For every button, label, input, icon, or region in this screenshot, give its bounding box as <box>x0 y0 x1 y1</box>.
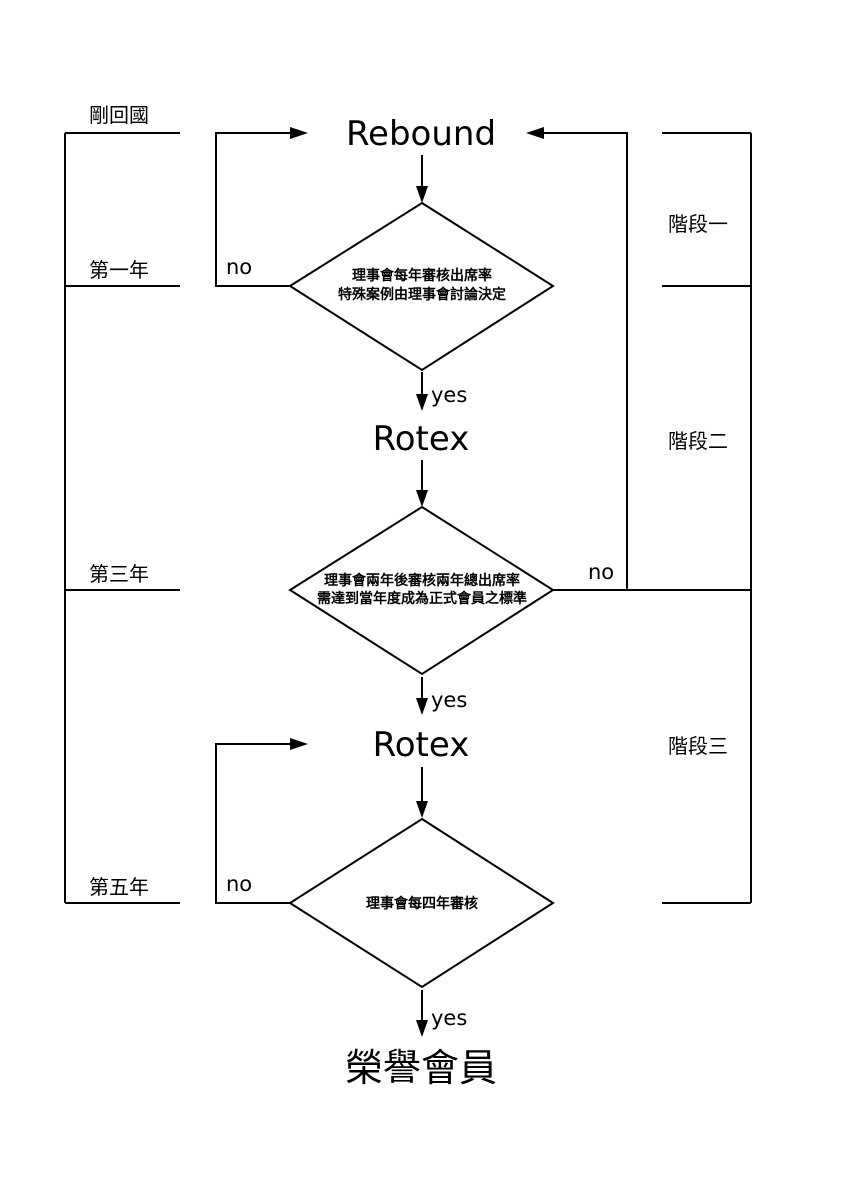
decision-3-text: 理事會每四年審核 <box>366 895 478 912</box>
decision-2-diamond <box>288 505 555 676</box>
decision-2-text-line2: 需達到當年度成為正式會員之標準 <box>317 590 527 607</box>
arrow-decision2-yes <box>416 677 428 715</box>
timeline-bracket <box>64 132 180 904</box>
decision-1-text-line2: 特殊案例由理事會討論決定 <box>338 286 506 303</box>
decision-1-diamond <box>288 201 555 372</box>
arrow-rotex2-to-decision3 <box>416 767 428 818</box>
edge-label-yes-3: yes <box>431 1006 467 1030</box>
arrow-rebound-to-decision1 <box>416 155 428 203</box>
timeline-label-year1: 第一年 <box>89 258 149 282</box>
arrow-rotex1-to-decision2 <box>416 460 428 507</box>
stage-bracket <box>553 132 752 904</box>
edge-label-yes-1: yes <box>431 383 467 407</box>
decision-2-text-line1: 理事會兩年後審核兩年總出席率 <box>324 572 520 589</box>
node-rebound: Rebound <box>346 114 496 154</box>
loop-decision2-no <box>526 127 628 591</box>
loop-decision1-no <box>215 127 308 287</box>
arrow-decision1-yes <box>416 372 428 411</box>
node-rotex-1: Rotex <box>373 419 470 459</box>
timeline-label-returned: 剛回國 <box>89 103 149 127</box>
node-honorary-member: 榮譽會員 <box>345 1046 497 1090</box>
edge-label-yes-2: yes <box>431 688 467 712</box>
timeline-label-year3: 第三年 <box>89 562 149 586</box>
node-rotex-2: Rotex <box>373 725 470 765</box>
edge-label-no-3: no <box>226 872 252 896</box>
decision-3-diamond <box>288 817 555 989</box>
arrow-decision3-yes <box>416 990 428 1037</box>
timeline-label-year5: 第五年 <box>89 875 149 899</box>
edge-label-no-1: no <box>226 255 252 279</box>
loop-decision3-no <box>215 738 308 904</box>
stage-label-2: 階段二 <box>668 429 728 453</box>
stage-label-1: 階段一 <box>668 212 728 236</box>
edge-label-no-2: no <box>588 560 614 584</box>
stage-label-3: 階段三 <box>668 734 728 758</box>
decision-1-text-line1: 理事會每年審核出席率 <box>352 267 492 284</box>
